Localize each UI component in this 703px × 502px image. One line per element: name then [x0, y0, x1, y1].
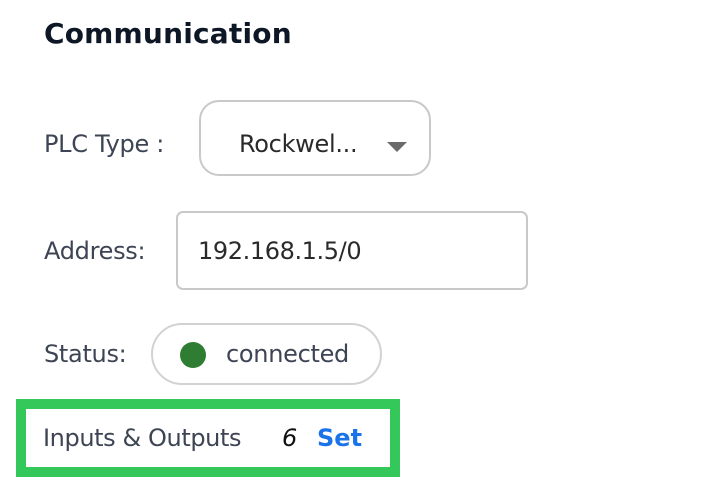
status-badge: connected	[151, 323, 382, 385]
inputs-outputs-row: Inputs & Outputs 6 Set	[16, 399, 400, 477]
status-label: Status:	[44, 340, 127, 368]
status-value: connected	[226, 340, 349, 368]
plc-type-label: PLC Type :	[44, 130, 165, 158]
plc-type-selected-value: Rockwel...	[239, 130, 358, 158]
address-label: Address:	[44, 237, 146, 265]
set-inputs-outputs-link[interactable]: Set	[317, 424, 363, 452]
caret-down-icon	[387, 142, 407, 152]
inputs-outputs-label: Inputs & Outputs	[43, 424, 242, 452]
plc-type-select[interactable]: Rockwel...	[199, 100, 431, 176]
address-input[interactable]	[176, 211, 528, 290]
inputs-outputs-count: 6	[282, 424, 298, 452]
section-title: Communication	[44, 17, 292, 50]
status-dot-icon	[180, 342, 206, 368]
